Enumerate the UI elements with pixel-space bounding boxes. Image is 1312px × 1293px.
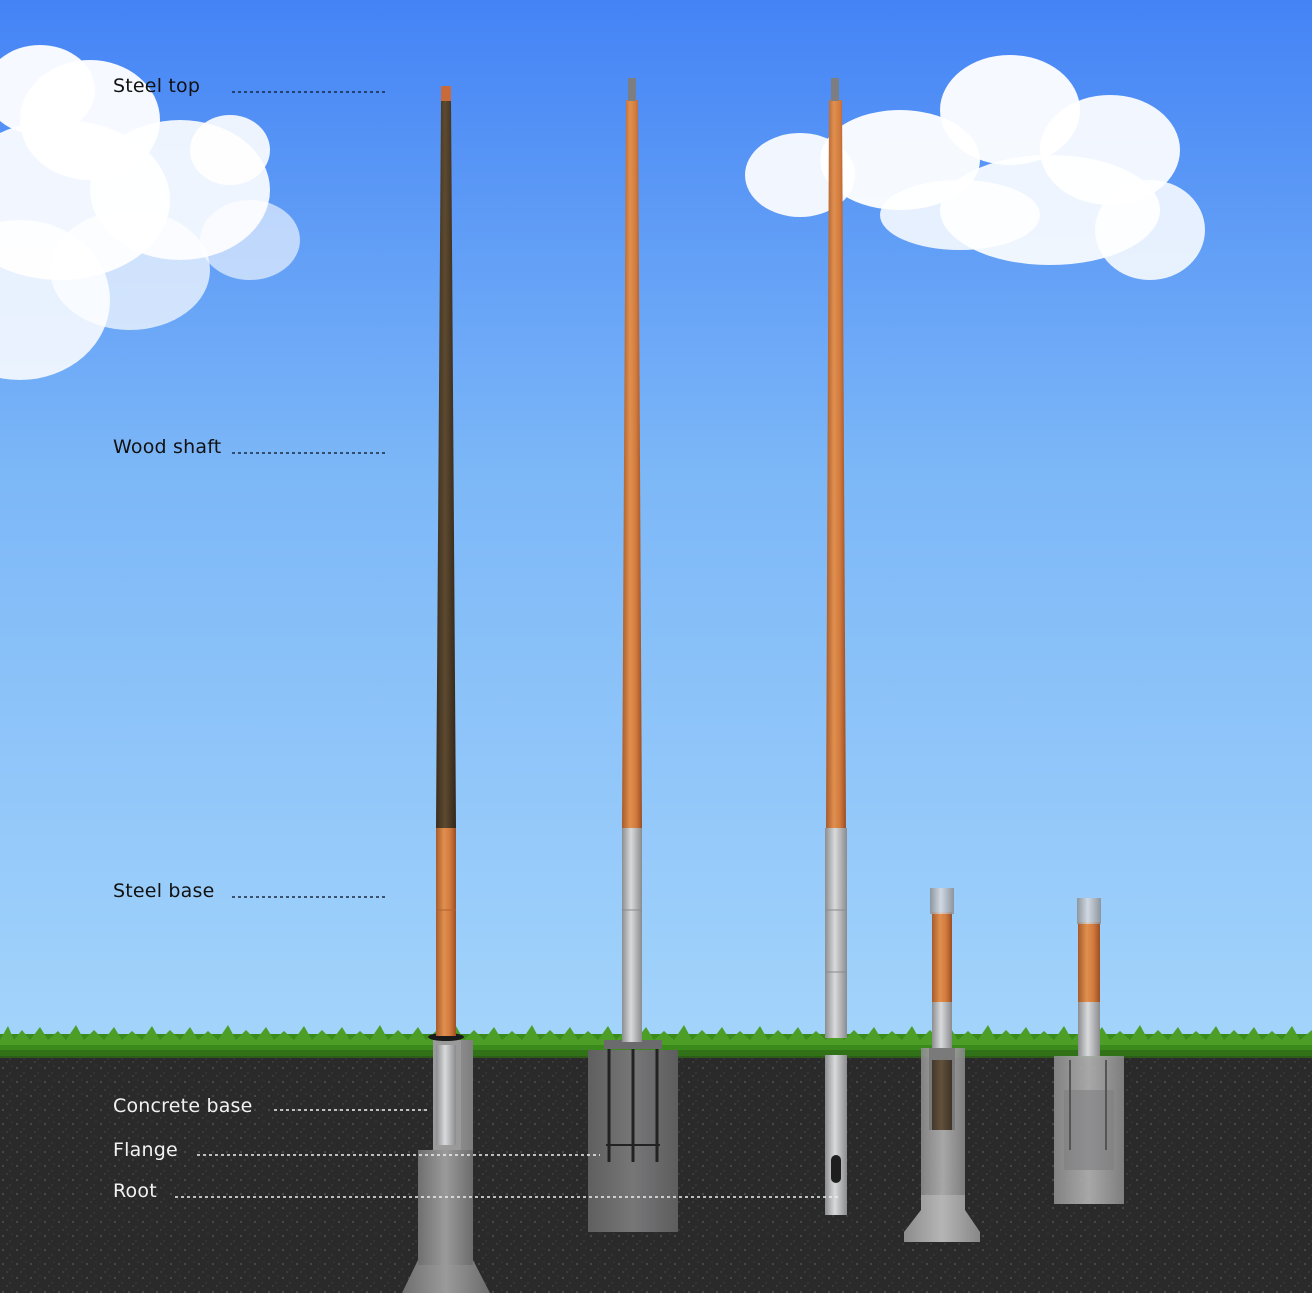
pole-1-steel-base	[436, 828, 456, 1036]
label-concrete-base: Concrete base	[113, 1095, 253, 1117]
label-flange: Flange	[113, 1139, 178, 1161]
pole-3-steel-top	[831, 78, 839, 101]
label-steel-top: Steel top	[113, 75, 200, 97]
pole-2-steel-base	[622, 828, 642, 1042]
pole-3-root	[825, 1055, 847, 1215]
label-wood-shaft: Wood shaft	[113, 436, 221, 458]
pole-5-steel-top	[1077, 898, 1101, 924]
pole-1-root	[436, 1045, 456, 1145]
pole-4-steel-top	[930, 888, 954, 914]
label-root: Root	[113, 1180, 157, 1202]
pole-2-steel-top	[628, 78, 636, 101]
label-steel-base: Steel base	[113, 880, 215, 902]
pole-1-steel-top	[441, 86, 451, 101]
pole-3-steel-base	[825, 828, 847, 1038]
